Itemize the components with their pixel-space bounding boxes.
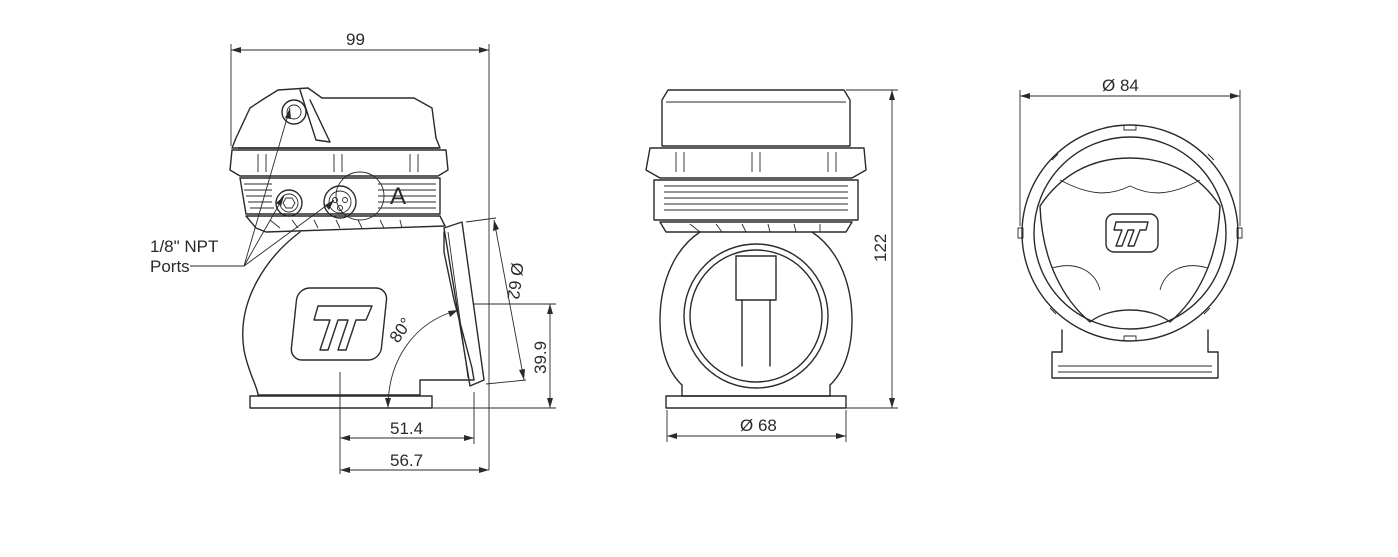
outlet-angle-label: 80°	[386, 314, 416, 346]
top-view-dimensions	[1019, 90, 1241, 226]
side-view	[229, 87, 485, 409]
overall-height-label: 122	[871, 234, 890, 262]
top-view	[1017, 124, 1243, 379]
ports-label-line2: Ports	[150, 257, 190, 276]
side-view-dimensions	[190, 44, 556, 474]
front-view-dimensions	[666, 89, 898, 442]
ports-label-line1: 1/8" NPT	[150, 237, 218, 256]
inlet-diameter-label: Ø 68	[740, 416, 777, 435]
top-diameter-label: Ø 84	[1102, 76, 1139, 95]
port-offset-label: 51.4	[390, 419, 423, 438]
outlet-offset-label: 56.7	[390, 451, 423, 470]
turbosmart-logo-icon	[290, 287, 388, 361]
outlet-diameter-label: Ø 62	[504, 262, 527, 301]
barbed-port-icon	[323, 185, 357, 219]
outlet-height-label: 39.9	[531, 341, 550, 374]
front-view	[645, 89, 867, 409]
detail-a-label: A	[390, 183, 406, 210]
turbosmart-logo-icon	[1105, 213, 1159, 253]
overall-width-label: 99	[346, 30, 365, 49]
